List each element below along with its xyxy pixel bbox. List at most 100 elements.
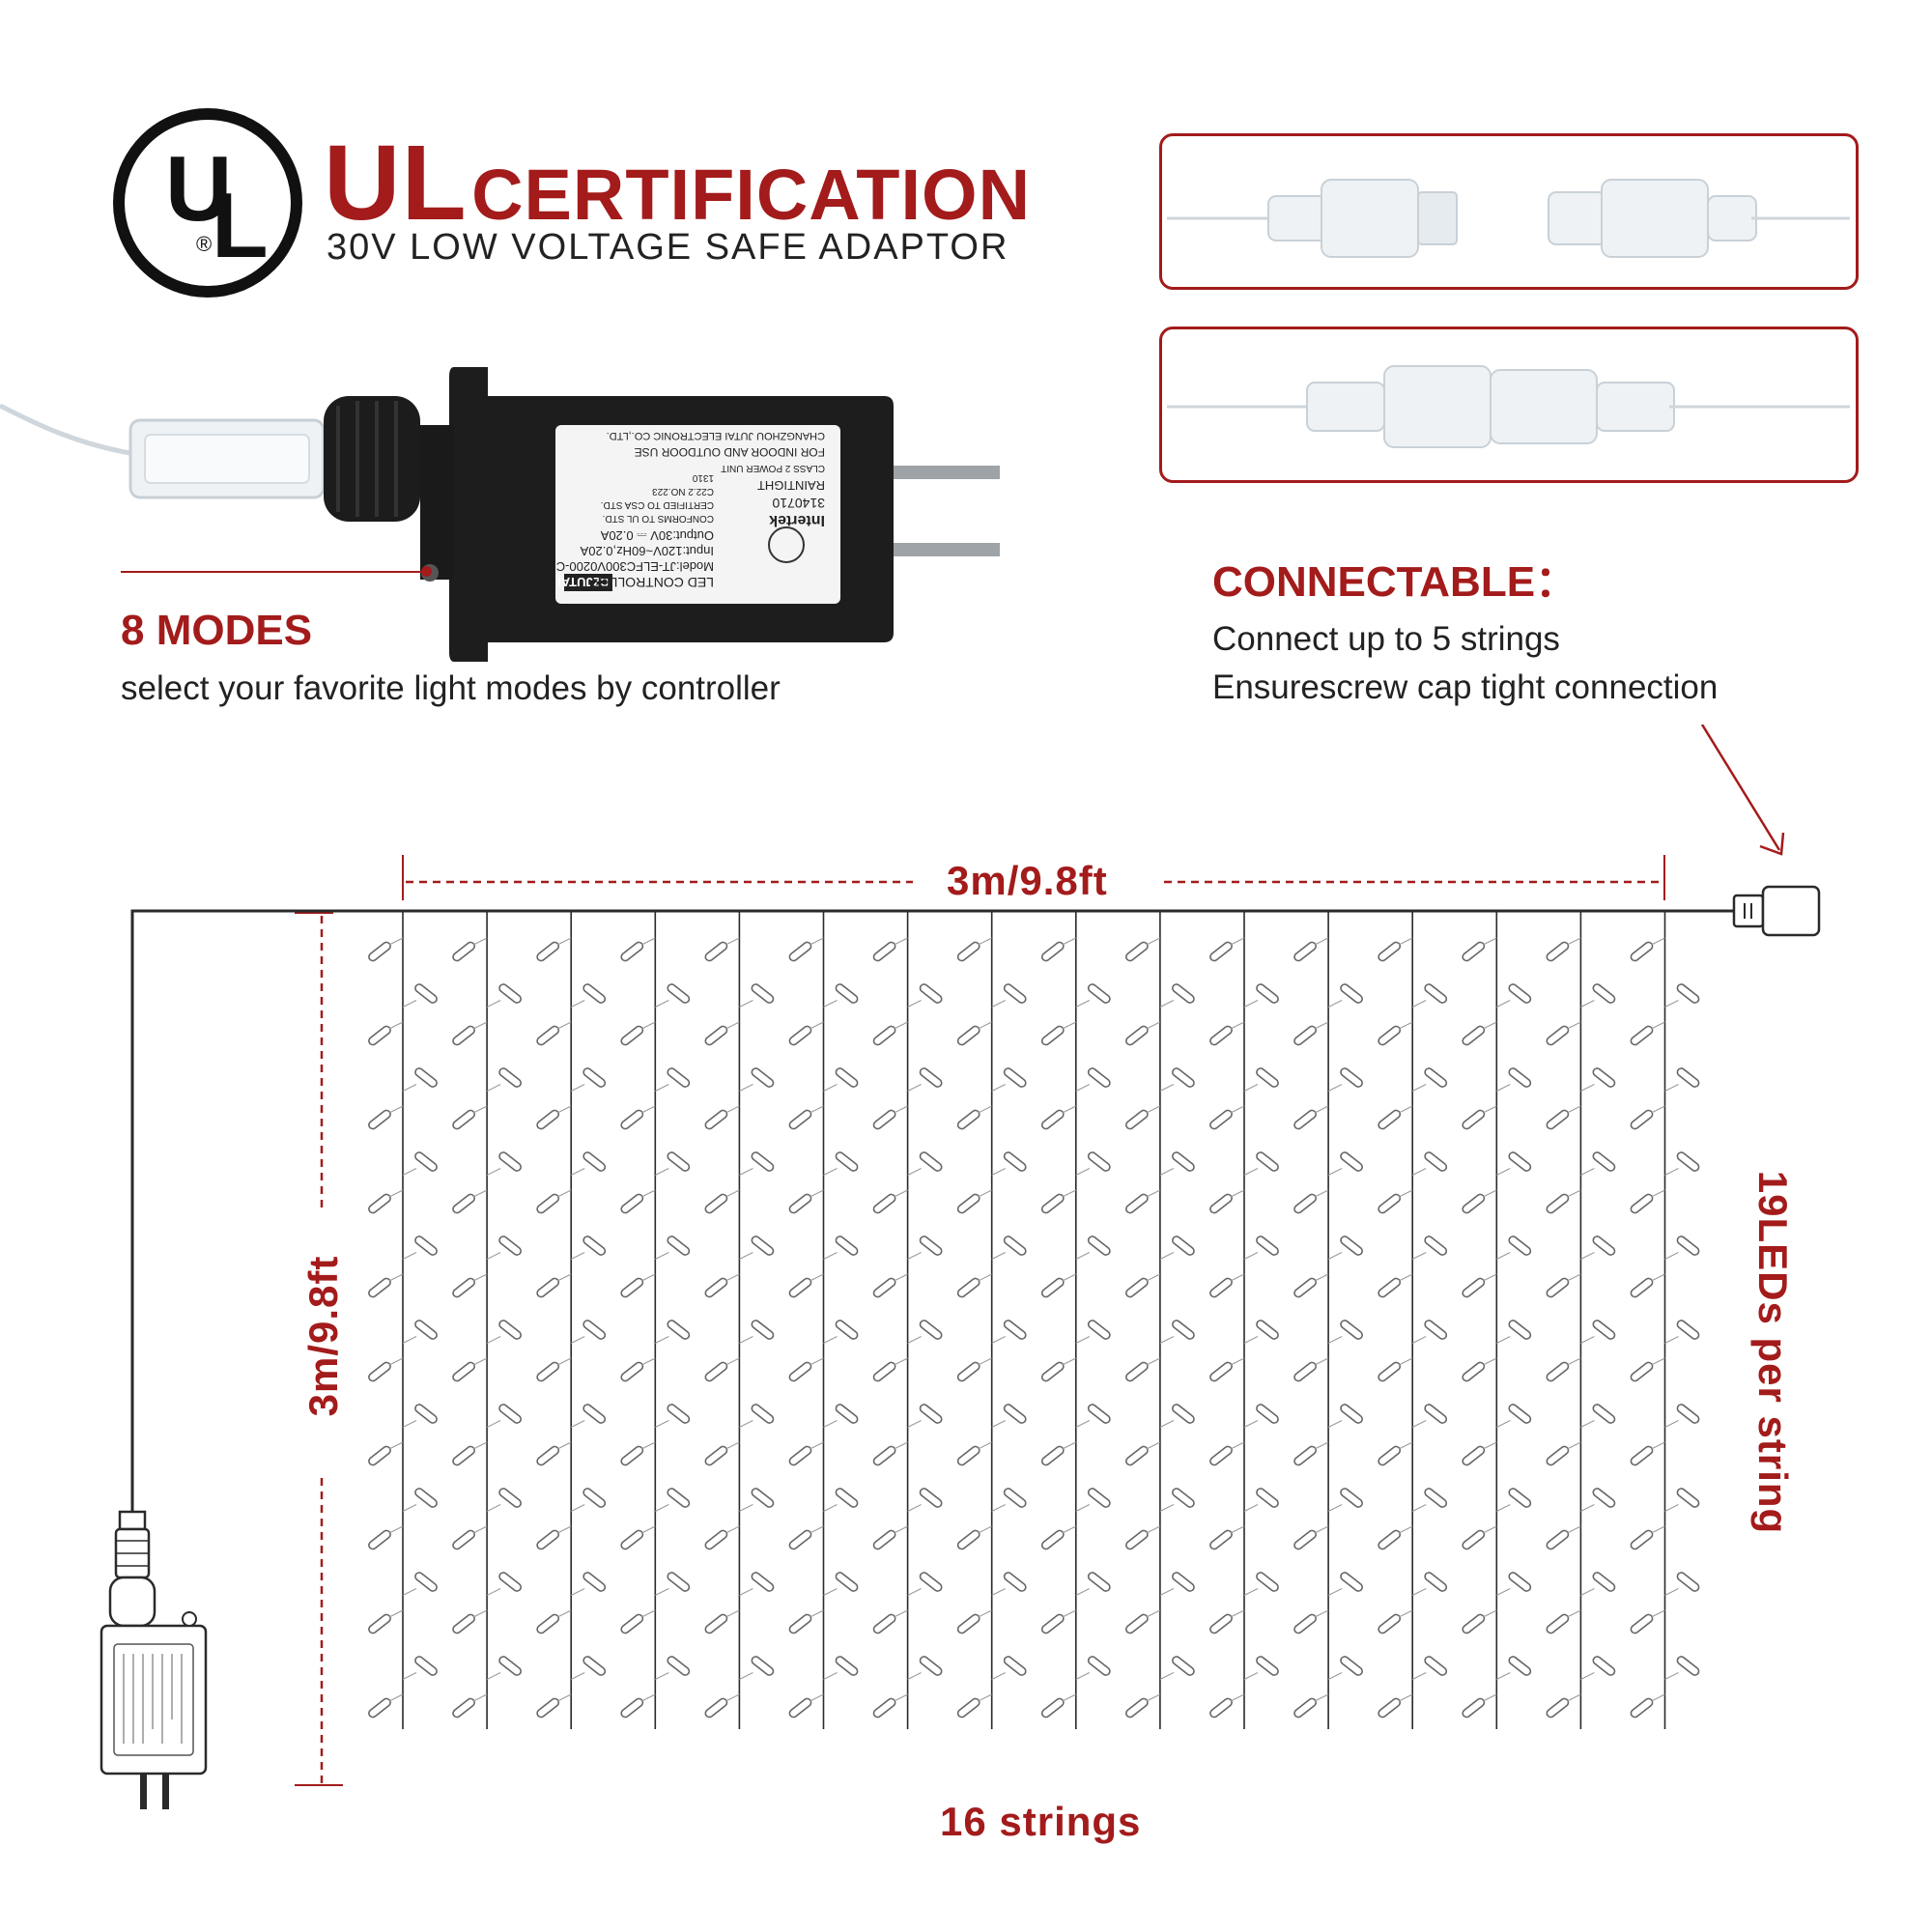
led-bulb-icon bbox=[1125, 1697, 1149, 1719]
led-bulb-icon bbox=[1209, 1277, 1233, 1298]
led-bulb-icon bbox=[452, 1445, 475, 1466]
led-lead bbox=[739, 1672, 753, 1680]
led-lead bbox=[1496, 1672, 1511, 1680]
led-bulb-icon bbox=[368, 1109, 391, 1130]
led-lead bbox=[1567, 1021, 1581, 1030]
led-bulb-icon bbox=[620, 1445, 644, 1466]
led-lead bbox=[570, 1420, 585, 1428]
led-bulb-icon bbox=[498, 1572, 522, 1592]
led-lead bbox=[1327, 1168, 1343, 1176]
led-lead bbox=[1062, 1441, 1077, 1450]
led-bulb-icon bbox=[1462, 1445, 1486, 1466]
led-lead bbox=[1075, 1588, 1091, 1596]
led-bulb-icon bbox=[1003, 1320, 1027, 1340]
led-lead bbox=[402, 1000, 417, 1008]
mini-prong-right bbox=[162, 1774, 169, 1809]
led-bulb-icon bbox=[1040, 1697, 1065, 1719]
led-bulb-icon bbox=[956, 1277, 980, 1298]
led-bulb-icon bbox=[1003, 1404, 1027, 1424]
led-lead bbox=[1243, 1588, 1259, 1596]
modes-title: 8 MODES bbox=[121, 607, 313, 654]
led-lead bbox=[1567, 1105, 1581, 1114]
led-bulb-icon bbox=[1040, 1445, 1065, 1466]
led-bulb-icon bbox=[1378, 1193, 1402, 1214]
led-bulb-icon bbox=[368, 1529, 391, 1550]
led-lead bbox=[1230, 1609, 1245, 1618]
led-lead bbox=[1243, 1420, 1259, 1428]
led-bulb-icon bbox=[956, 1613, 980, 1634]
led-bulb-icon bbox=[1256, 1151, 1279, 1172]
led-lead bbox=[1062, 1105, 1077, 1114]
led-bulb-icon bbox=[1378, 1361, 1402, 1382]
led-bulb-icon bbox=[1630, 1613, 1654, 1634]
led-bulb-icon bbox=[751, 1656, 775, 1676]
led-lead bbox=[1483, 1357, 1497, 1366]
led-lead bbox=[1314, 1525, 1329, 1534]
led-bulb-icon bbox=[788, 1109, 812, 1130]
led-bulb-icon bbox=[667, 1488, 691, 1508]
led-lead bbox=[486, 1168, 501, 1176]
led-bulb-icon bbox=[1508, 1151, 1532, 1172]
led-lead bbox=[1496, 1084, 1511, 1092]
led-lead bbox=[1483, 1021, 1497, 1030]
end-connector bbox=[1732, 894, 1765, 928]
led-bulb-icon bbox=[919, 1236, 943, 1256]
led-lead bbox=[823, 1588, 838, 1596]
led-bulb-icon bbox=[1462, 1361, 1486, 1382]
led-lead bbox=[388, 1693, 404, 1702]
led-lead bbox=[1327, 1336, 1343, 1344]
led-lead bbox=[1664, 1336, 1679, 1344]
led-bulb-icon bbox=[1172, 983, 1195, 1004]
led-lead bbox=[739, 1420, 753, 1428]
led-bulb-icon bbox=[1424, 1656, 1448, 1676]
led-lead bbox=[725, 1441, 740, 1450]
led-bulb-icon bbox=[1630, 1529, 1654, 1550]
led-bulb-icon bbox=[835, 1151, 859, 1172]
led-bulb-icon bbox=[1293, 1361, 1317, 1382]
led-lead bbox=[1243, 1504, 1259, 1512]
led-bulb-icon bbox=[872, 1445, 896, 1466]
led-lead bbox=[1314, 1021, 1329, 1030]
led-bulb-icon bbox=[582, 1572, 607, 1592]
led-lead bbox=[1230, 1441, 1245, 1450]
led-lead bbox=[1411, 1000, 1427, 1008]
led-bulb-icon bbox=[536, 941, 560, 962]
led-lead bbox=[978, 1525, 992, 1534]
led-bulb-icon bbox=[835, 1488, 859, 1508]
led-lead bbox=[486, 1420, 501, 1428]
led-bulb-icon bbox=[835, 1572, 859, 1592]
connectable-line-1: Connect up to 5 strings bbox=[1212, 620, 1560, 658]
led-bulb-icon bbox=[414, 1151, 438, 1172]
led-lead bbox=[1159, 1168, 1175, 1176]
led-bulb-icon bbox=[751, 1067, 775, 1088]
led-lead bbox=[1567, 937, 1581, 946]
led-lead bbox=[388, 1189, 404, 1198]
led-bulb-icon bbox=[1003, 983, 1027, 1004]
mini-adapter bbox=[99, 1510, 208, 1809]
led-bulb-icon bbox=[1040, 1277, 1065, 1298]
led-bulb-icon bbox=[1378, 1277, 1402, 1298]
led-lead bbox=[1327, 1420, 1343, 1428]
page-subtitle: 30V LOW VOLTAGE SAFE ADAPTOR bbox=[327, 227, 1009, 268]
led-lead bbox=[1146, 937, 1161, 946]
led-bulb-icon bbox=[620, 1697, 644, 1719]
ul-logo: U L ® bbox=[111, 106, 304, 299]
led-lead bbox=[725, 1525, 740, 1534]
led-lead bbox=[1483, 1609, 1497, 1618]
led-lead bbox=[556, 937, 572, 946]
led-lead bbox=[556, 1357, 572, 1366]
led-lead bbox=[1483, 1441, 1497, 1450]
led-bulb-icon bbox=[1340, 1656, 1363, 1676]
led-lead bbox=[1483, 937, 1497, 946]
led-bulb-icon bbox=[1462, 1529, 1486, 1550]
led-lead bbox=[1159, 1420, 1175, 1428]
led-bulb-icon bbox=[1340, 1572, 1363, 1592]
led-lead bbox=[1243, 1672, 1259, 1680]
led-bulb-icon bbox=[1340, 983, 1363, 1004]
led-bulb-icon bbox=[620, 1193, 644, 1214]
led-bulb-icon bbox=[1630, 1193, 1654, 1214]
led-bulb-icon bbox=[1592, 1488, 1616, 1508]
led-bulb-icon bbox=[1209, 1361, 1233, 1382]
led-lead bbox=[1496, 1504, 1511, 1512]
led-lead bbox=[978, 1273, 992, 1282]
